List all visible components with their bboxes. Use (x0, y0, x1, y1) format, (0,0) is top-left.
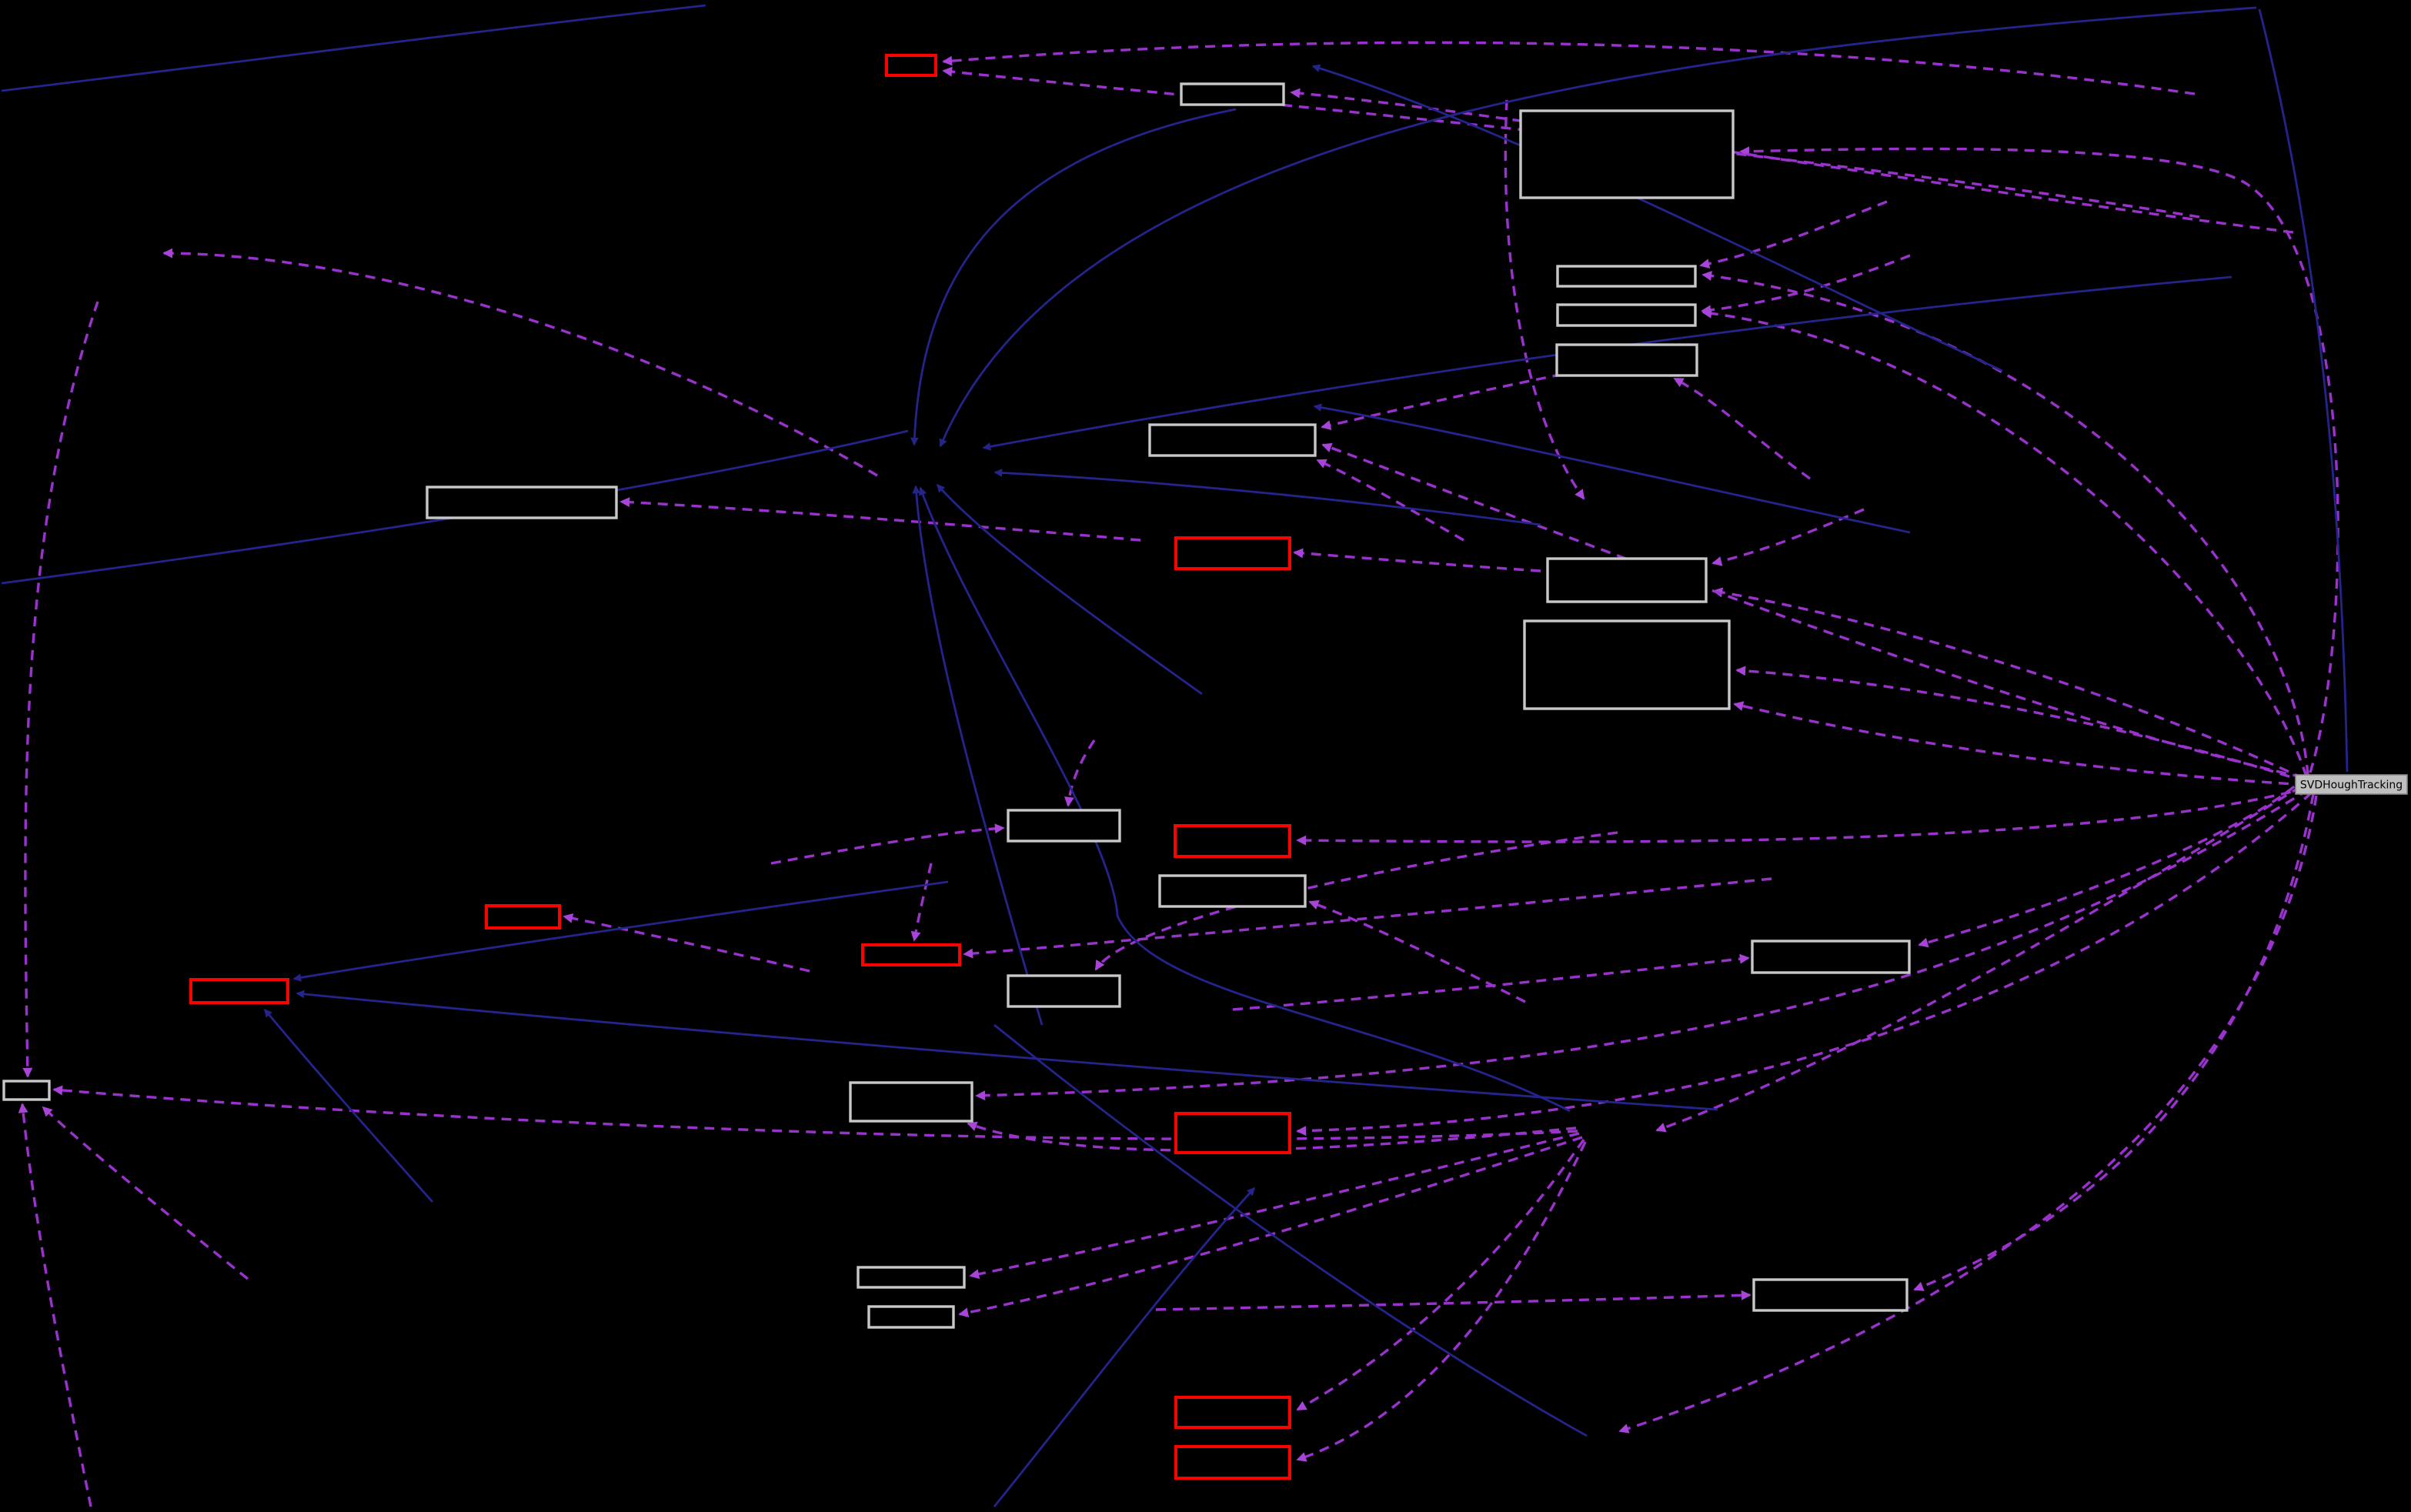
dependency-edge-dashed (770, 823, 1005, 865)
dependency-edge-dashed (1913, 793, 2315, 1291)
dependency-edge-dashed (1064, 739, 1096, 807)
dependency-edge-dashed (910, 863, 933, 942)
dependency-edge-dashed (1712, 587, 2305, 780)
dependency-edge-solid (263, 1008, 434, 1203)
dependency-node[interactable] (1180, 82, 1285, 106)
dependency-node-highlighted[interactable] (1174, 1112, 1291, 1154)
dependency-edge-dashed (22, 301, 99, 1078)
dependency-node[interactable] (1546, 557, 1708, 603)
dependency-edge-dashed (1296, 1139, 1585, 1411)
dependency-edge-dashed (1699, 200, 1888, 269)
dependency-node[interactable] (1556, 265, 1697, 288)
dependency-node-highlighted[interactable] (189, 978, 289, 1004)
dependency-edge-solid (993, 1023, 1588, 1437)
dependency-edge-solid (292, 880, 949, 982)
dependency-node-highlighted[interactable] (485, 904, 561, 930)
dependency-node[interactable] (1148, 423, 1317, 457)
dependency-edge-dashed (1735, 666, 2306, 783)
dependency-node-highlighted[interactable] (1174, 824, 1291, 858)
dependency-edge-dashed (1739, 146, 2339, 773)
dependency-node-highlighted[interactable] (1174, 536, 1291, 570)
dependency-node[interactable] (1752, 1278, 1908, 1312)
dependency-node[interactable] (867, 1305, 955, 1329)
dependency-edge-dashed (1701, 254, 1911, 315)
dependency-edge-dashed (963, 877, 1772, 959)
dependency-node[interactable] (1523, 619, 1731, 710)
dependency-edge-dashed (1618, 795, 2318, 1434)
root-node (2295, 774, 2408, 795)
dependency-edge-dashed (1673, 377, 1811, 480)
root-node-label: SVDHoughTracking (2300, 779, 2403, 792)
dependency-edge-dashed (42, 1106, 249, 1280)
dependency-edge-solid (939, 6, 2257, 448)
dependency-edge-dashed (1296, 791, 2313, 1137)
dependency-edge-dashed (1918, 774, 2309, 948)
dependency-edge-solid (982, 275, 2232, 451)
dependency-node-highlighted[interactable] (1174, 1396, 1291, 1429)
dependency-edge-solid (296, 990, 1718, 1111)
dependency-edge-dashed (1232, 953, 1750, 1011)
dependency-edge-dashed (162, 248, 878, 477)
dependency-edge-dashed (1733, 701, 2306, 786)
dependency-node[interactable] (426, 486, 618, 519)
dependency-edge-dashed (1321, 369, 1580, 430)
dependency-edge-solid (993, 1187, 1256, 1507)
dependency-node[interactable] (1751, 940, 1911, 974)
dependency-edge-solid (1313, 403, 1911, 534)
dependency-edge-dashed (1701, 308, 2308, 777)
dependency-node[interactable] (857, 1266, 966, 1289)
dependency-node[interactable] (1158, 874, 1307, 908)
dependency-edge-solid (910, 108, 1237, 446)
dependency-edge-solid (936, 483, 1203, 696)
dependency-edge-solid (1, 4, 706, 92)
dependency-node[interactable] (1519, 109, 1735, 199)
dependency-edge-solid (919, 486, 1571, 1113)
dependency-node[interactable] (1555, 343, 1698, 377)
dependency-edge-dashed (942, 41, 2196, 95)
dependency-node[interactable] (1007, 809, 1121, 843)
dependency-edge-dashed (1701, 271, 2309, 776)
dependency-node[interactable] (1556, 303, 1697, 327)
dependency-edge-solid (2258, 8, 2349, 773)
dependency-edge-dashed (1293, 548, 1541, 572)
dependency-node[interactable] (2, 1080, 51, 1101)
dependency-edge-dashed (1316, 459, 1464, 542)
dependency-edge-dashed (18, 1103, 92, 1507)
dependency-edge-dashed (1308, 900, 1526, 1003)
dependency-node-highlighted[interactable] (861, 943, 961, 966)
dependency-node[interactable] (849, 1081, 973, 1123)
dependency-edge-solid (993, 469, 1541, 526)
dependency-edge-dashed (975, 788, 2309, 1101)
dependency-node-highlighted[interactable] (885, 54, 937, 77)
dependency-edge-dashed (1155, 1290, 1751, 1311)
dependency-edge-dashed (619, 497, 1141, 542)
dependency-edge-dashed (1296, 786, 2308, 846)
dependency-edge-dashed (1290, 88, 2294, 234)
dependency-edge-dashed (958, 1136, 1583, 1318)
dependency-node-highlighted[interactable] (1174, 1445, 1291, 1480)
dependency-edge-solid (1311, 64, 2003, 372)
dependency-edge-dashed (563, 913, 810, 973)
dependency-edge-dashed (1296, 1141, 1587, 1462)
dependency-node[interactable] (1007, 974, 1121, 1008)
dependency-edge-dashed (969, 1132, 1580, 1280)
dependency-edge-dashed (52, 1085, 1578, 1140)
dependency-edge-dashed (1321, 442, 2303, 779)
dependency-edge-solid (912, 485, 1044, 1026)
